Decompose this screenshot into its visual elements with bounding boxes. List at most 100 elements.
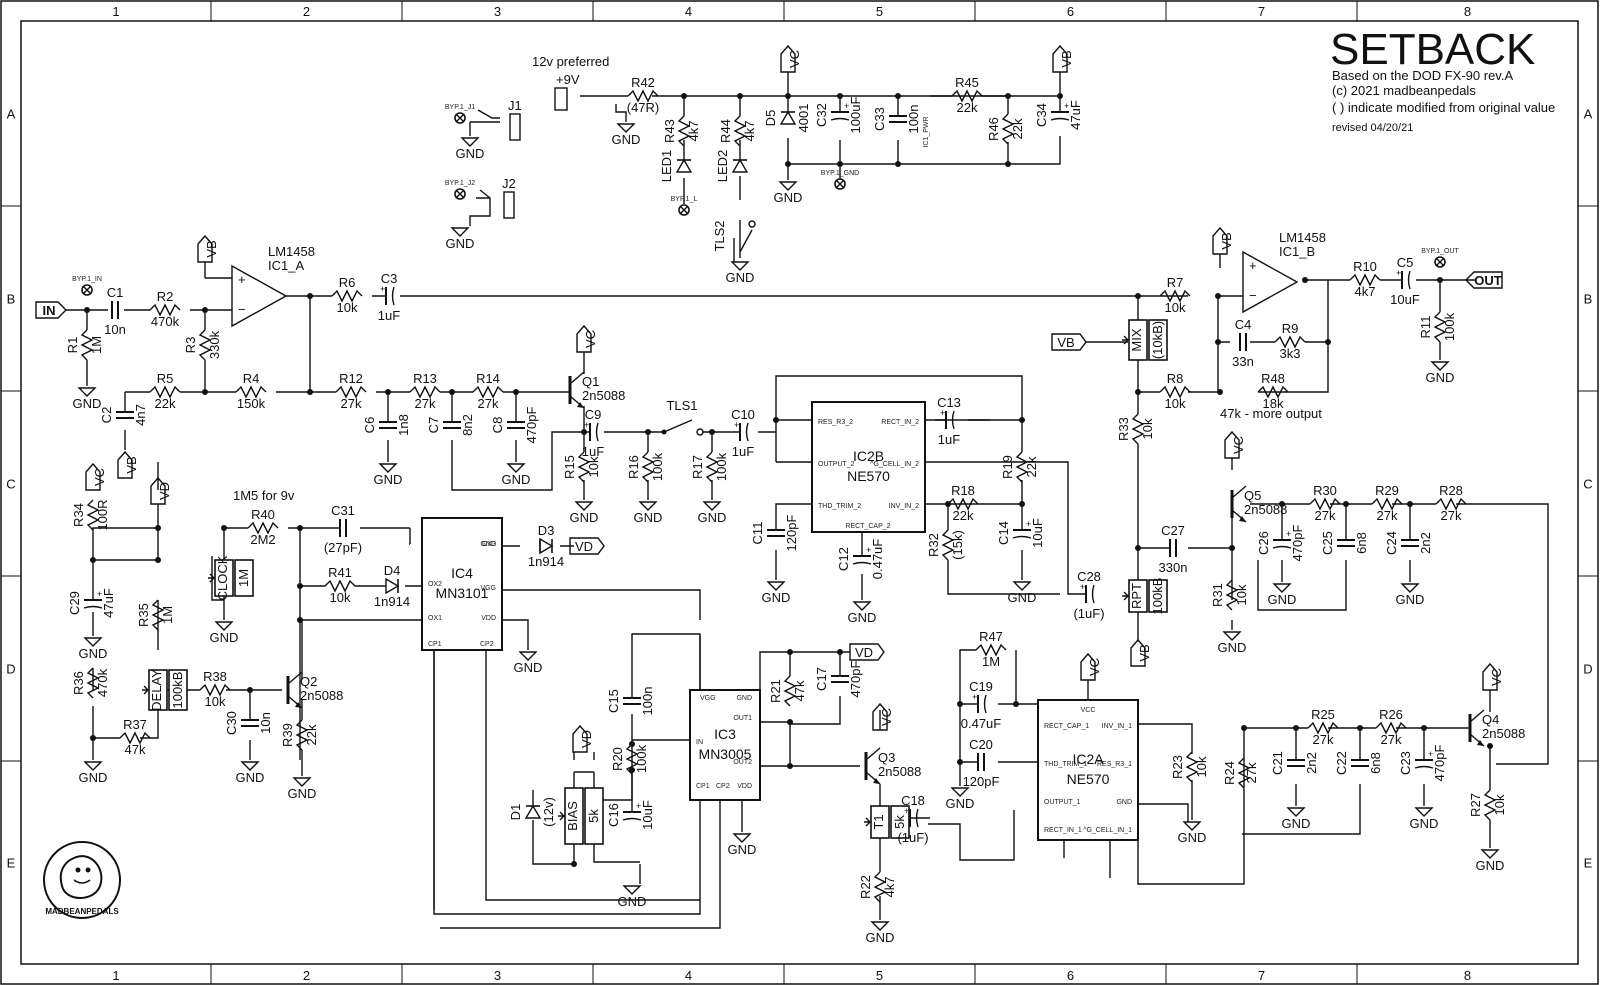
svg-text:+: + bbox=[584, 420, 589, 430]
svg-text:−: − bbox=[238, 302, 246, 317]
ic-ic2b: IC2BNE570RES_R3_2OUTPUT_2THD_TRIM_2RECT_… bbox=[811, 401, 926, 533]
part-value-label: (27pF) bbox=[324, 540, 362, 555]
ic-part-label: MN3005 bbox=[699, 746, 752, 762]
bypass-pad: BYP.1_J1 bbox=[445, 104, 475, 124]
part-ref-label: C12 bbox=[836, 547, 851, 571]
part-ref-label: R20 bbox=[610, 747, 625, 771]
part-ref-label: R47 bbox=[979, 629, 1003, 644]
ic-pin-label: RECT_CAP_1 bbox=[1044, 723, 1089, 730]
switch-tls2: TLS2 bbox=[712, 220, 756, 253]
bypass-pad-label: BYP.1_J1 bbox=[445, 104, 475, 111]
ground-symbol: GND bbox=[618, 885, 646, 909]
ground-symbol: GND bbox=[73, 387, 101, 411]
ground-symbol: GND bbox=[612, 123, 640, 147]
part-value-label: 33n bbox=[1232, 354, 1254, 369]
ground-label: GND bbox=[634, 510, 663, 525]
part-ref-label: R41 bbox=[328, 565, 352, 580]
part-ref-label: D5 bbox=[763, 110, 778, 127]
bypass-pad: BYP.1_OUT bbox=[1421, 248, 1460, 268]
ic-pin-label: VDD bbox=[737, 783, 752, 790]
part-ref-label: R32 bbox=[926, 533, 941, 557]
capacitor-c4: C4 33n bbox=[1232, 317, 1254, 369]
power-rail-label: VD bbox=[157, 482, 172, 500]
part-ref-label: C16 bbox=[606, 803, 621, 827]
part-ref-label: RPT bbox=[1129, 583, 1144, 609]
ground-label: GND bbox=[288, 786, 317, 801]
part-value-label: 27k bbox=[1315, 508, 1336, 523]
bypass-pad-label: BYP.1_OUT bbox=[1421, 248, 1459, 255]
part-ref-label: R43 bbox=[662, 119, 677, 143]
ic-pin-label: RECT_IN_1 bbox=[1044, 827, 1082, 834]
ground-label: GND bbox=[762, 590, 791, 605]
ground-symbol: GND bbox=[1410, 807, 1438, 831]
frame-row-label: E bbox=[7, 856, 16, 871]
part-value-label: 47k bbox=[792, 680, 807, 701]
ic-pin-label: CP2 bbox=[716, 783, 730, 790]
ic1-power-label: IC1_PWR bbox=[923, 116, 930, 147]
frame-row-label: C bbox=[6, 477, 15, 492]
power-rail-vc: VC bbox=[872, 702, 894, 731]
ground-symbol: GND bbox=[1282, 807, 1310, 831]
part-value-label: 10k bbox=[1165, 300, 1186, 315]
power-rail-label: VC bbox=[583, 330, 598, 348]
ground-label: GND bbox=[1476, 858, 1505, 873]
junction-dots bbox=[84, 93, 1493, 867]
svg-text:+: + bbox=[972, 692, 977, 702]
frame-row-label: D bbox=[1583, 662, 1592, 677]
opamp-model-label: LM1458 bbox=[1279, 230, 1326, 245]
ground-symbol: GND bbox=[728, 833, 756, 857]
power-rail-vc: VC bbox=[780, 44, 802, 73]
part-value-label: 22k bbox=[1010, 118, 1025, 139]
ic-pin-label: OX3 bbox=[482, 541, 496, 548]
part-ref-label: J1 bbox=[508, 98, 522, 113]
svg-text:+: + bbox=[97, 589, 102, 599]
power-note: 12v preferred bbox=[532, 54, 609, 69]
part-value-label: 10k bbox=[330, 590, 351, 605]
frame-column-label: 6 bbox=[1067, 4, 1074, 19]
ground-label: GND bbox=[456, 146, 485, 161]
part-ref-label: R34 bbox=[71, 503, 86, 527]
ground-label: GND bbox=[1218, 640, 1247, 655]
part-value-label: 330n bbox=[1159, 560, 1188, 575]
part-value-label: 4001 bbox=[796, 104, 811, 133]
part-ref-label: C1 bbox=[107, 285, 124, 300]
ground-label: GND bbox=[774, 190, 803, 205]
part-ref-label: C25 bbox=[1320, 531, 1335, 555]
part-value-label: 27k bbox=[1377, 508, 1398, 523]
svg-text:+: + bbox=[734, 420, 739, 430]
ground-label: GND bbox=[698, 510, 727, 525]
part-value-label: 100n bbox=[640, 687, 655, 716]
resistor-r41: R41 10k bbox=[324, 565, 356, 605]
ground-label: GND bbox=[866, 930, 895, 945]
part-ref-label: C4 bbox=[1235, 317, 1252, 332]
io-label: IN bbox=[43, 303, 56, 318]
part-value-label: 27k bbox=[1313, 732, 1334, 747]
part-value-label: (12v) bbox=[541, 797, 556, 827]
ic-pin-label: OX2 bbox=[428, 581, 442, 588]
ground-symbol: GND bbox=[374, 463, 402, 487]
part-ref-label: C23 bbox=[1398, 751, 1413, 775]
io-label: OUT bbox=[1474, 273, 1502, 288]
part-value-label: 10k bbox=[586, 456, 601, 477]
ic-pin-label: VCC bbox=[1081, 707, 1096, 714]
part-value-label: 470k bbox=[151, 314, 180, 329]
part-value-label: 5k bbox=[892, 815, 907, 829]
power-rail-label: VC bbox=[1489, 668, 1504, 686]
ic-pin-label: RES_R3_2 bbox=[818, 419, 853, 426]
